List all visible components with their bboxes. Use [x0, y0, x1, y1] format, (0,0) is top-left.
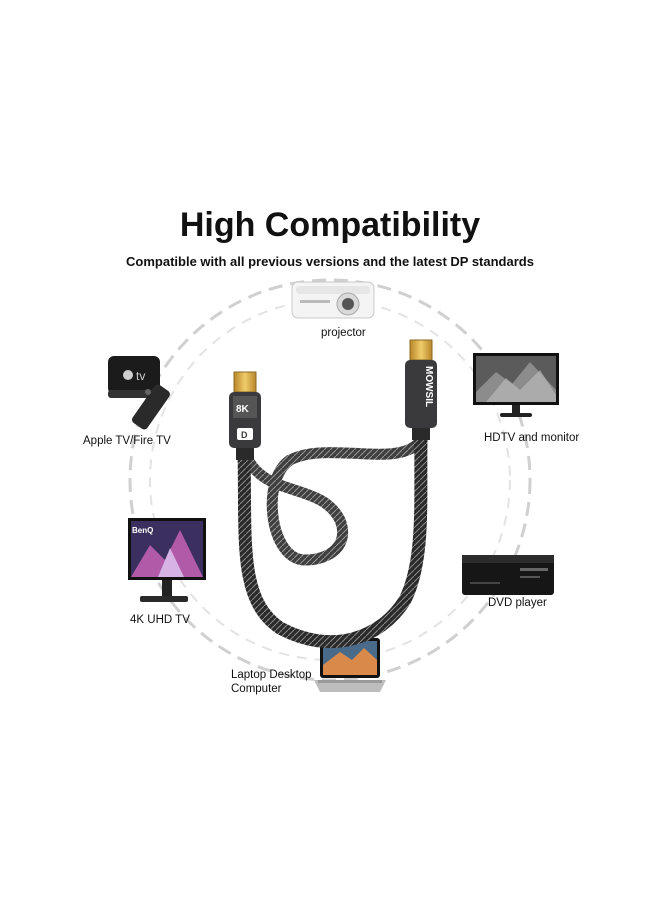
label-hdtv: HDTV and monitor	[484, 432, 580, 444]
page-title: High Compatibility	[179, 206, 481, 244]
svg-text:D: D	[241, 430, 248, 440]
connector-badge-8k: 8K	[236, 404, 250, 415]
label-projector: projector	[321, 327, 366, 339]
connector-brand: MOWSIL	[423, 366, 434, 407]
label-uhd-tv: 4K UHD TV	[130, 614, 190, 626]
dvd-player-image	[462, 555, 554, 595]
dashed-ring-outer	[128, 278, 532, 682]
dp-connector-left: 8K D	[229, 371, 261, 460]
dp-connector-right: MOWSIL	[405, 339, 437, 440]
monitor-brand: BenQ	[132, 526, 153, 535]
page-subtitle: Compatible with all previous versions an…	[126, 254, 534, 269]
hdtv-monitor-image	[473, 353, 559, 417]
apple-tv-image: tv	[108, 356, 170, 430]
appletv-logo-text: tv	[136, 369, 145, 383]
cable-inner-loop	[238, 434, 427, 566]
cable-braided	[237, 433, 428, 648]
label-laptop-line1: Laptop Desktop	[231, 669, 312, 681]
label-dvd-player: DVD player	[488, 597, 547, 609]
dashed-ring-inner	[149, 299, 511, 661]
label-apple-tv: Apple TV/Fire TV	[83, 435, 171, 447]
uhd-tv-image: BenQ	[128, 518, 206, 602]
projector-image	[291, 281, 375, 319]
label-laptop-line2: Computer	[231, 683, 282, 695]
